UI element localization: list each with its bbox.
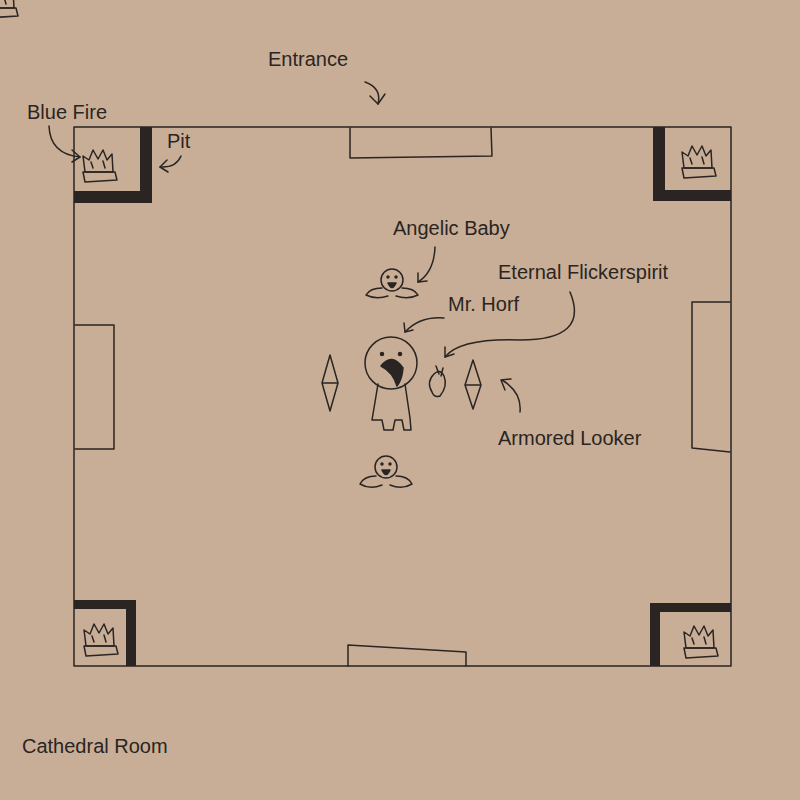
room-caption: Cathedral Room xyxy=(22,734,168,758)
callout-label: Angelic Baby xyxy=(393,216,510,240)
fire-icon xyxy=(0,0,18,18)
door xyxy=(348,645,466,666)
door xyxy=(692,302,730,452)
callout-label: Pit xyxy=(167,129,190,153)
angelic-baby xyxy=(360,456,412,487)
callout-label: Mr. Horf xyxy=(448,292,519,316)
horf-figure xyxy=(365,337,417,430)
armored-looker xyxy=(465,360,481,409)
pit-wall xyxy=(74,127,731,666)
door xyxy=(75,325,114,449)
leader-arrow xyxy=(49,82,574,412)
door xyxy=(350,128,492,158)
callout-label: Entrance xyxy=(268,47,348,71)
room-wall xyxy=(74,127,731,666)
flickerspirit xyxy=(429,366,445,397)
callout-label: Eternal Flickerspirit xyxy=(498,260,668,284)
angelic-baby xyxy=(366,269,418,298)
callout-label: Blue Fire xyxy=(27,100,107,124)
armored-looker xyxy=(322,355,338,411)
callout-label: Armored Looker xyxy=(498,426,641,450)
